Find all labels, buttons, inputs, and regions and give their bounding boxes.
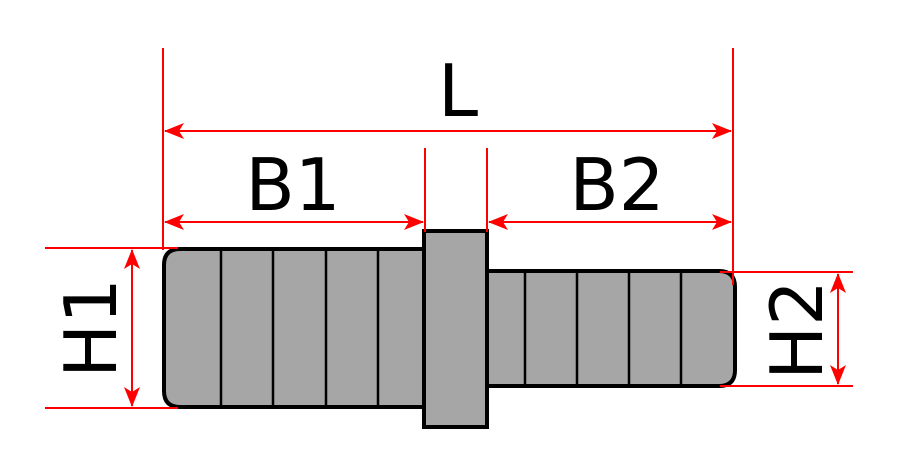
center-collar	[422, 229, 489, 429]
label-H2: H2	[755, 280, 839, 380]
left-ribs	[219, 249, 380, 407]
dimension-lines	[45, 48, 853, 409]
label-B1: B1	[245, 143, 340, 227]
left-barb-section	[162, 247, 426, 409]
label-B2: B2	[569, 143, 664, 227]
label-H1: H1	[49, 278, 133, 378]
right-ribs	[523, 271, 683, 386]
fitting-part	[162, 229, 737, 429]
label-L: L	[438, 49, 478, 133]
